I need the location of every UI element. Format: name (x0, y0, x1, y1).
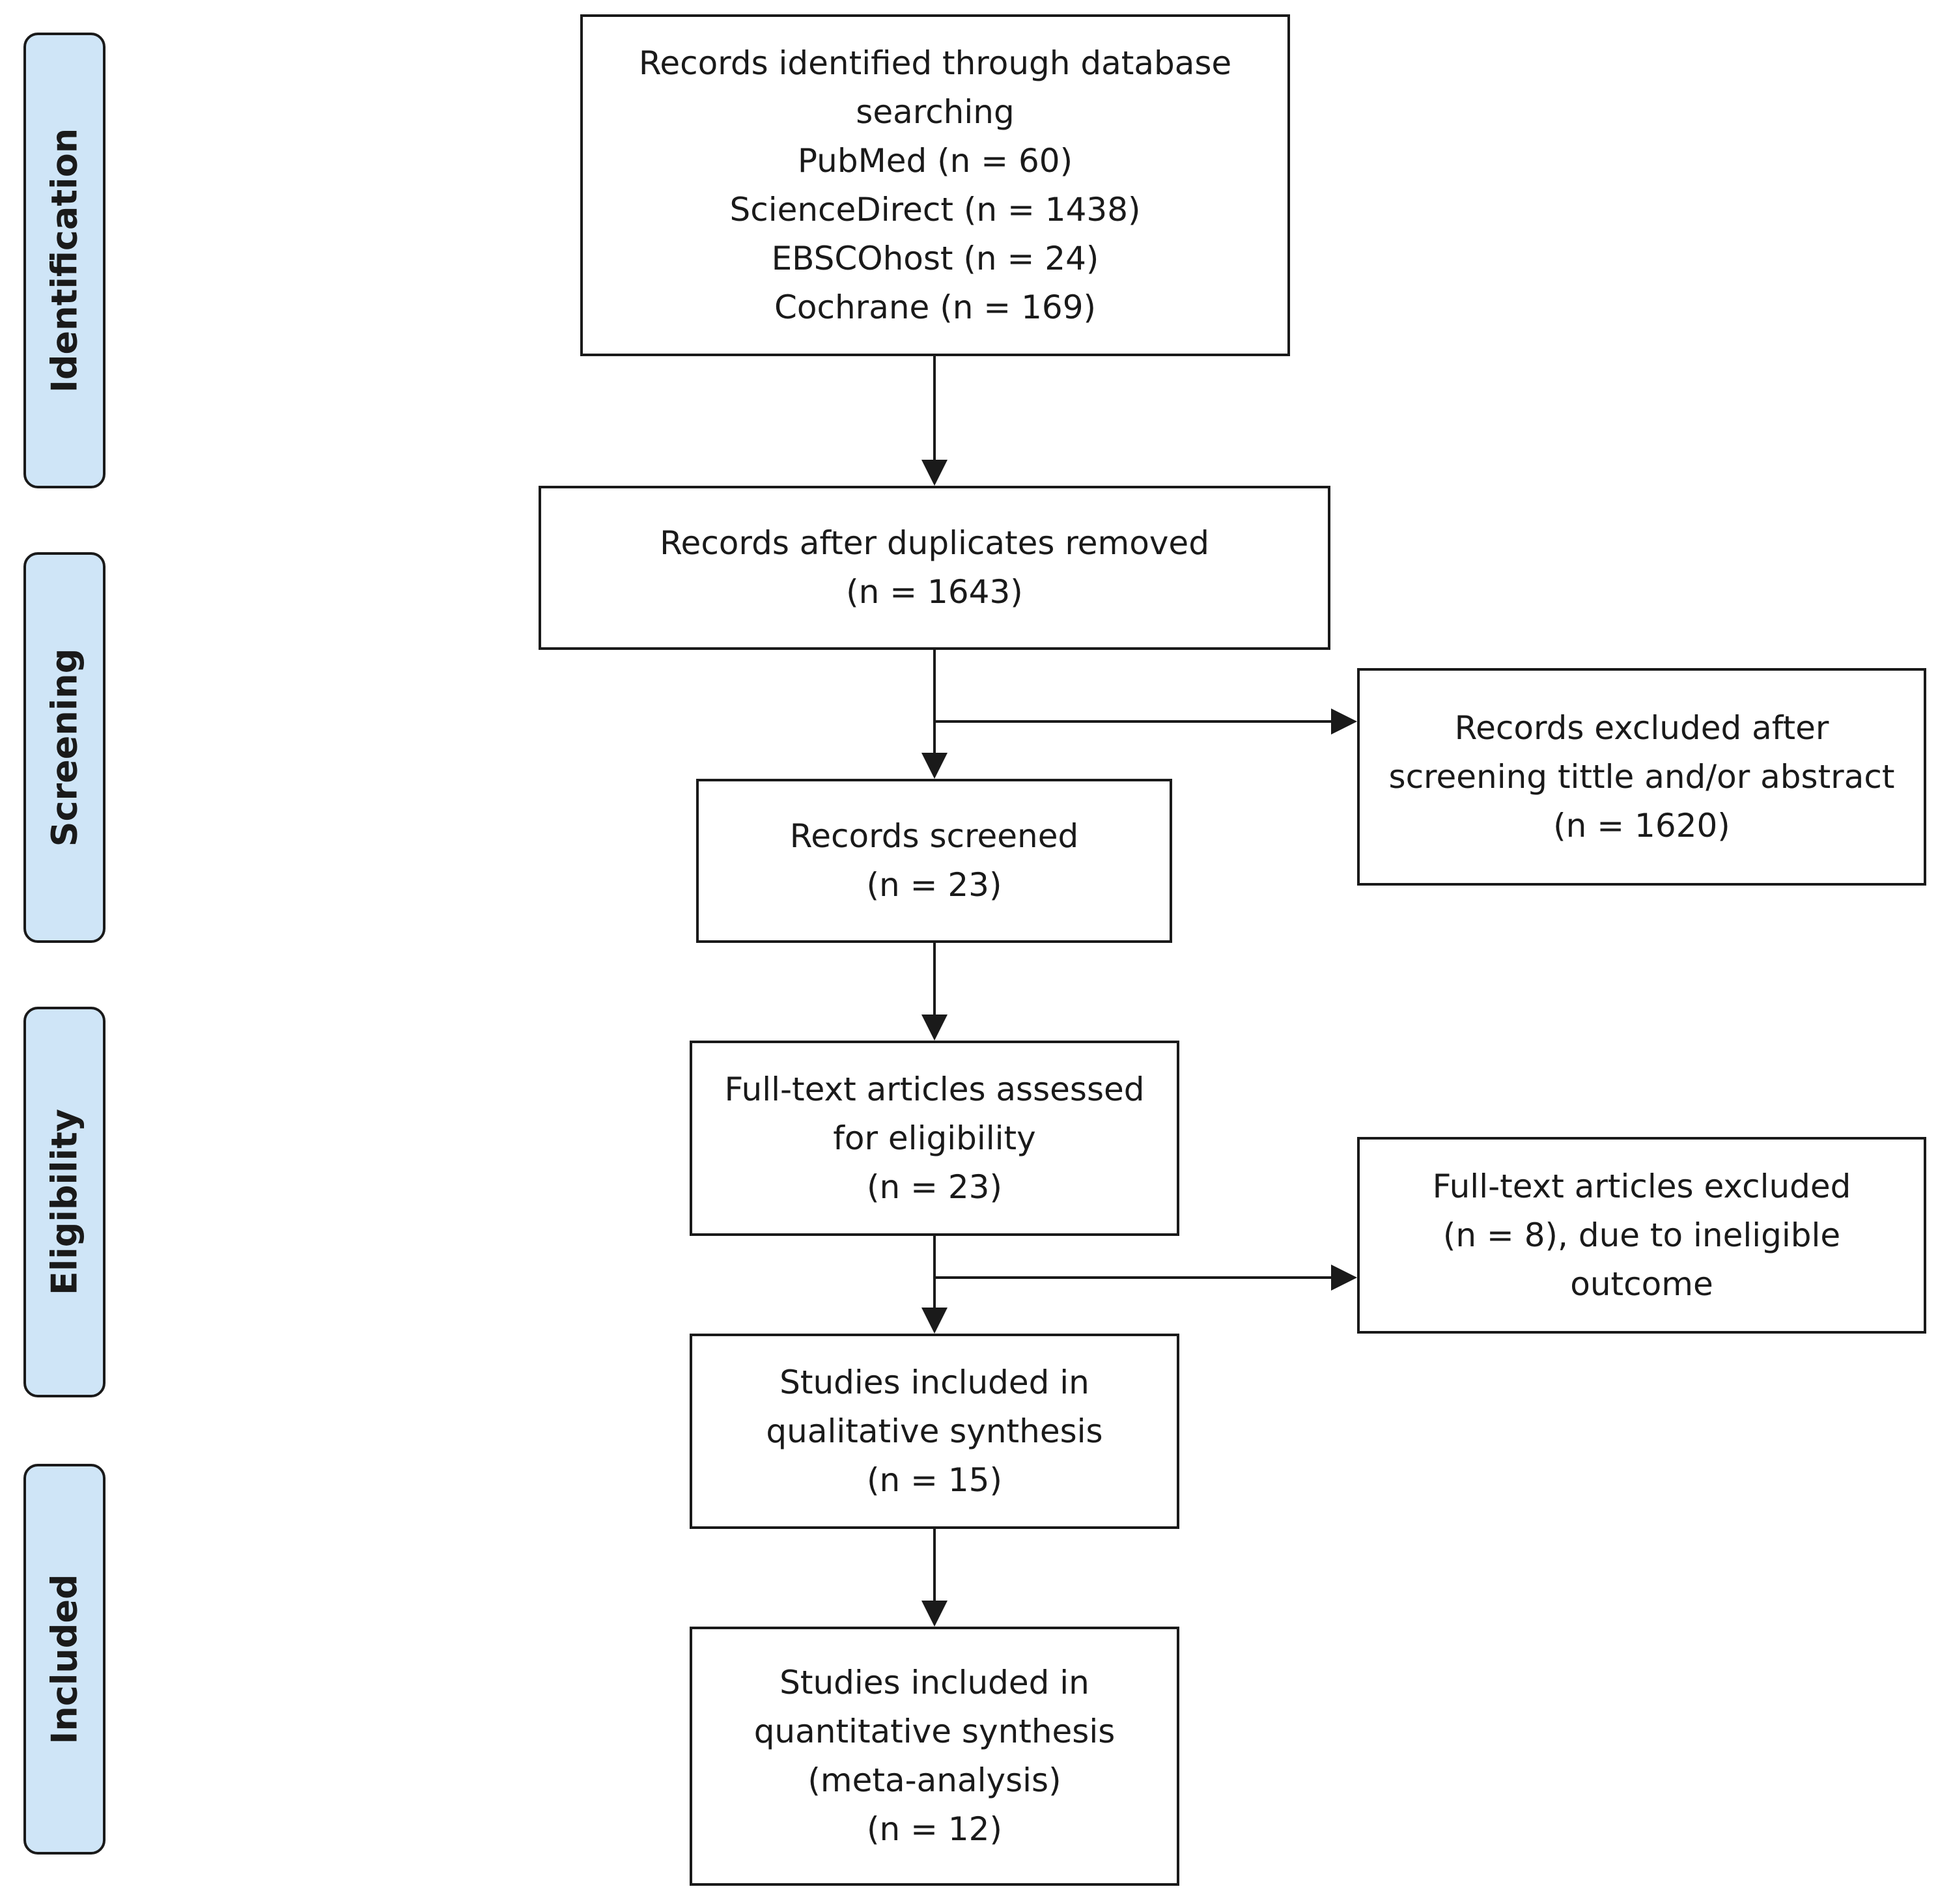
box-fulltext-excluded: Full-text articles excluded (n = 8), due… (1357, 1137, 1926, 1334)
box-records-identified: Records identified through database sear… (580, 14, 1290, 356)
screened-line-1: Records screened (789, 817, 1079, 855)
identified-pubmed: PubMed (n = 60) (797, 141, 1073, 180)
fulltext-assessed-count: (n = 23) (866, 1168, 1002, 1206)
quantitative-line-2: quantitative synthesis (753, 1713, 1116, 1750)
identified-line-2: searching (856, 92, 1015, 131)
excluded-screening-line-2: screening tittle and/or abstract (1388, 757, 1895, 796)
box-duplicates-removed: Records after duplicates removed (n = 16… (539, 486, 1330, 650)
fulltext-assessed-line-2: for eligibility (833, 1119, 1036, 1157)
fulltext-excluded-line-3: outcome (1570, 1265, 1713, 1303)
qualitative-line-2: qualitative synthesis (766, 1412, 1103, 1450)
box-qualitative-synthesis: Studies included in qualitative synthesi… (690, 1334, 1179, 1529)
excluded-screening-count: (n = 1620) (1553, 806, 1730, 845)
duplicates-line-1: Records after duplicates removed (660, 524, 1209, 562)
quantitative-line-1: Studies included in (779, 1664, 1089, 1701)
box-quantitative-synthesis: Studies included in quantitative synthes… (690, 1627, 1179, 1886)
fulltext-assessed-line-1: Full-text articles assessed (724, 1070, 1145, 1108)
phase-eligibility: Eligibility (23, 1007, 105, 1397)
excluded-screening-line-1: Records excluded after (1454, 708, 1829, 747)
phase-screening: Screening (23, 552, 105, 943)
fulltext-excluded-line-1: Full-text articles excluded (1432, 1167, 1851, 1205)
duplicates-count: (n = 1643) (846, 573, 1023, 611)
screened-count: (n = 23) (866, 866, 1002, 904)
fulltext-excluded-line-2: (n = 8), due to ineligible (1442, 1216, 1841, 1254)
identified-cochrane: Cochrane (n = 169) (774, 288, 1097, 326)
box-records-screened: Records screened (n = 23) (696, 779, 1172, 943)
identified-line-1: Records identified through database (638, 44, 1232, 82)
phase-included: Included (23, 1464, 105, 1855)
identified-sciencedirect: ScienceDirect (n = 1438) (729, 190, 1141, 229)
quantitative-line-3: (meta-analysis) (808, 1761, 1061, 1799)
qualitative-count: (n = 15) (866, 1461, 1002, 1499)
phase-identification: Identification (23, 33, 105, 488)
box-fulltext-assessed: Full-text articles assessed for eligibil… (690, 1041, 1179, 1236)
quantitative-count: (n = 12) (866, 1810, 1002, 1848)
box-excluded-screening: Records excluded after screening tittle … (1357, 668, 1926, 886)
identified-ebscohost: EBSCOhost (n = 24) (771, 239, 1099, 277)
qualitative-line-1: Studies included in (779, 1363, 1089, 1401)
